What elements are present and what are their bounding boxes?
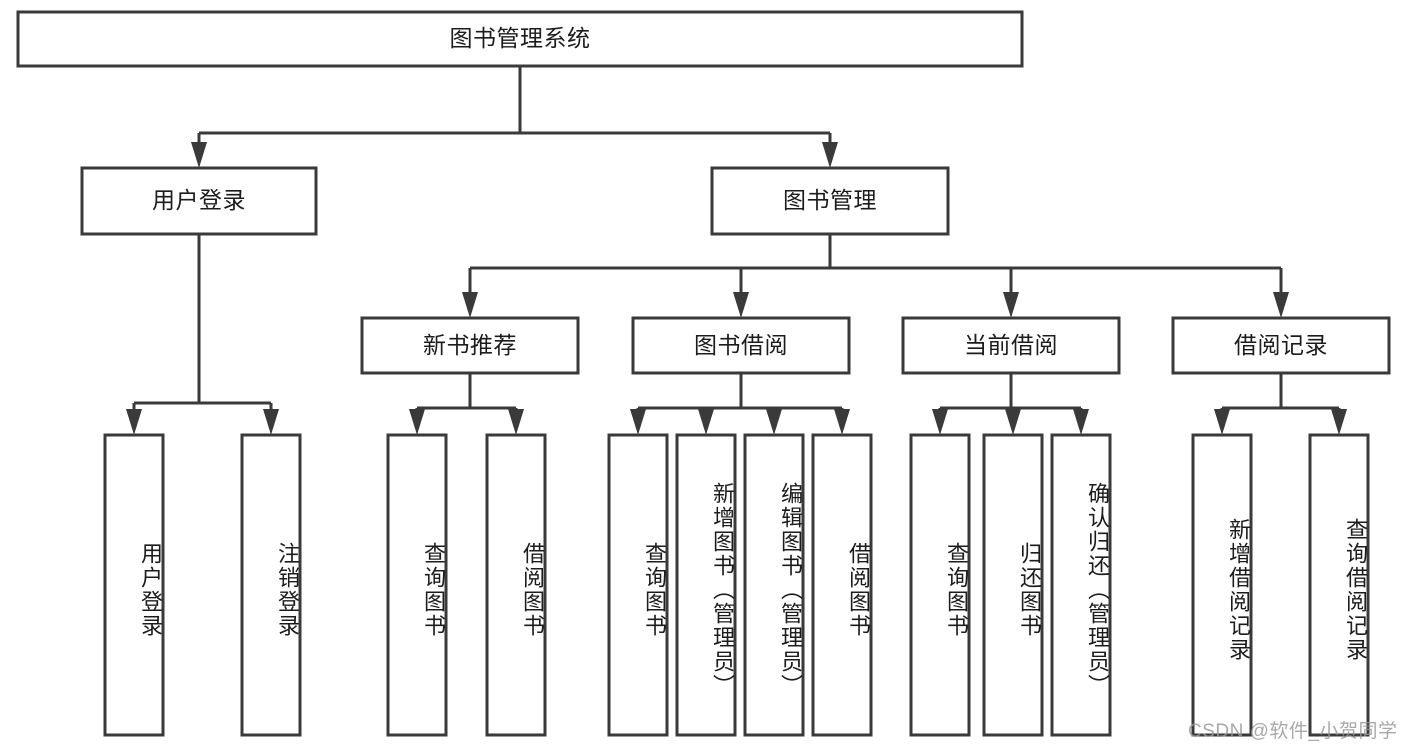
leaf-node-查询借阅记录-12[interactable]: [1308, 433, 1370, 737]
leaf-node-借阅图书-7[interactable]: [811, 433, 873, 737]
leaf-node-查询图书-2[interactable]: [386, 433, 448, 737]
arrowhead-level2_user_to_leaves-1: [263, 409, 279, 435]
arrowhead-current_to_leaves-2: [1073, 409, 1089, 435]
arrowhead-record_to_leaves-0: [1214, 409, 1230, 435]
arrowhead-level2_user_to_leaves-0: [126, 409, 142, 435]
arrowhead-borrow_to_leaves-2: [766, 409, 782, 435]
level3-node-图书借阅-1[interactable]: [631, 316, 851, 375]
arrowhead-borrow_to_leaves-0: [630, 409, 646, 435]
leaf-node-用户登录-0[interactable]: [103, 433, 165, 737]
arrowhead-borrow_to_leaves-1: [698, 409, 714, 435]
level3-node-新书推荐-0[interactable]: [360, 316, 580, 375]
boxes-group: [16, 10, 1391, 737]
arrowhead-current_to_leaves-1: [1005, 409, 1021, 435]
level2-node-用户登录-0[interactable]: [80, 166, 318, 236]
level3-node-借阅记录-3[interactable]: [1171, 316, 1391, 375]
leaf-node-注销登录-1[interactable]: [240, 433, 302, 737]
arrowhead-level2_book_to_level3-3: [1273, 292, 1289, 318]
leaf-node-查询图书-4[interactable]: [607, 433, 669, 737]
arrowhead-record_to_leaves-1: [1331, 409, 1347, 435]
arrowhead-root_to_level2-1: [822, 142, 838, 168]
level2-node-图书管理-1[interactable]: [710, 166, 950, 236]
arrowhead-level2_book_to_level3-1: [733, 292, 749, 318]
arrowhead-level2_book_to_level3-2: [1003, 292, 1019, 318]
leaf-node-确认归还管理员-10[interactable]: [1050, 433, 1112, 737]
level3-node-当前借阅-2[interactable]: [901, 316, 1121, 375]
arrowhead-new_book_to_leaves-0: [409, 409, 425, 435]
leaf-node-借阅图书-3[interactable]: [485, 433, 547, 737]
leaf-node-编辑图书管理员-6[interactable]: [743, 433, 805, 737]
arrowhead-borrow_to_leaves-3: [834, 409, 850, 435]
arrowhead-current_to_leaves-0: [932, 409, 948, 435]
arrowhead-root_to_level2-0: [191, 142, 207, 168]
arrowhead-new_book_to_leaves-1: [508, 409, 524, 435]
connectors-group: [126, 66, 1347, 435]
leaf-node-新增图书管理员-5[interactable]: [675, 433, 737, 737]
leaf-node-新增借阅记录-11[interactable]: [1191, 433, 1253, 737]
leaf-node-查询图书-8[interactable]: [909, 433, 971, 737]
root-node-图书管理系统[interactable]: [16, 10, 1024, 68]
leaf-node-归还图书-9[interactable]: [982, 433, 1044, 737]
arrowhead-level2_book_to_level3-0: [462, 292, 478, 318]
